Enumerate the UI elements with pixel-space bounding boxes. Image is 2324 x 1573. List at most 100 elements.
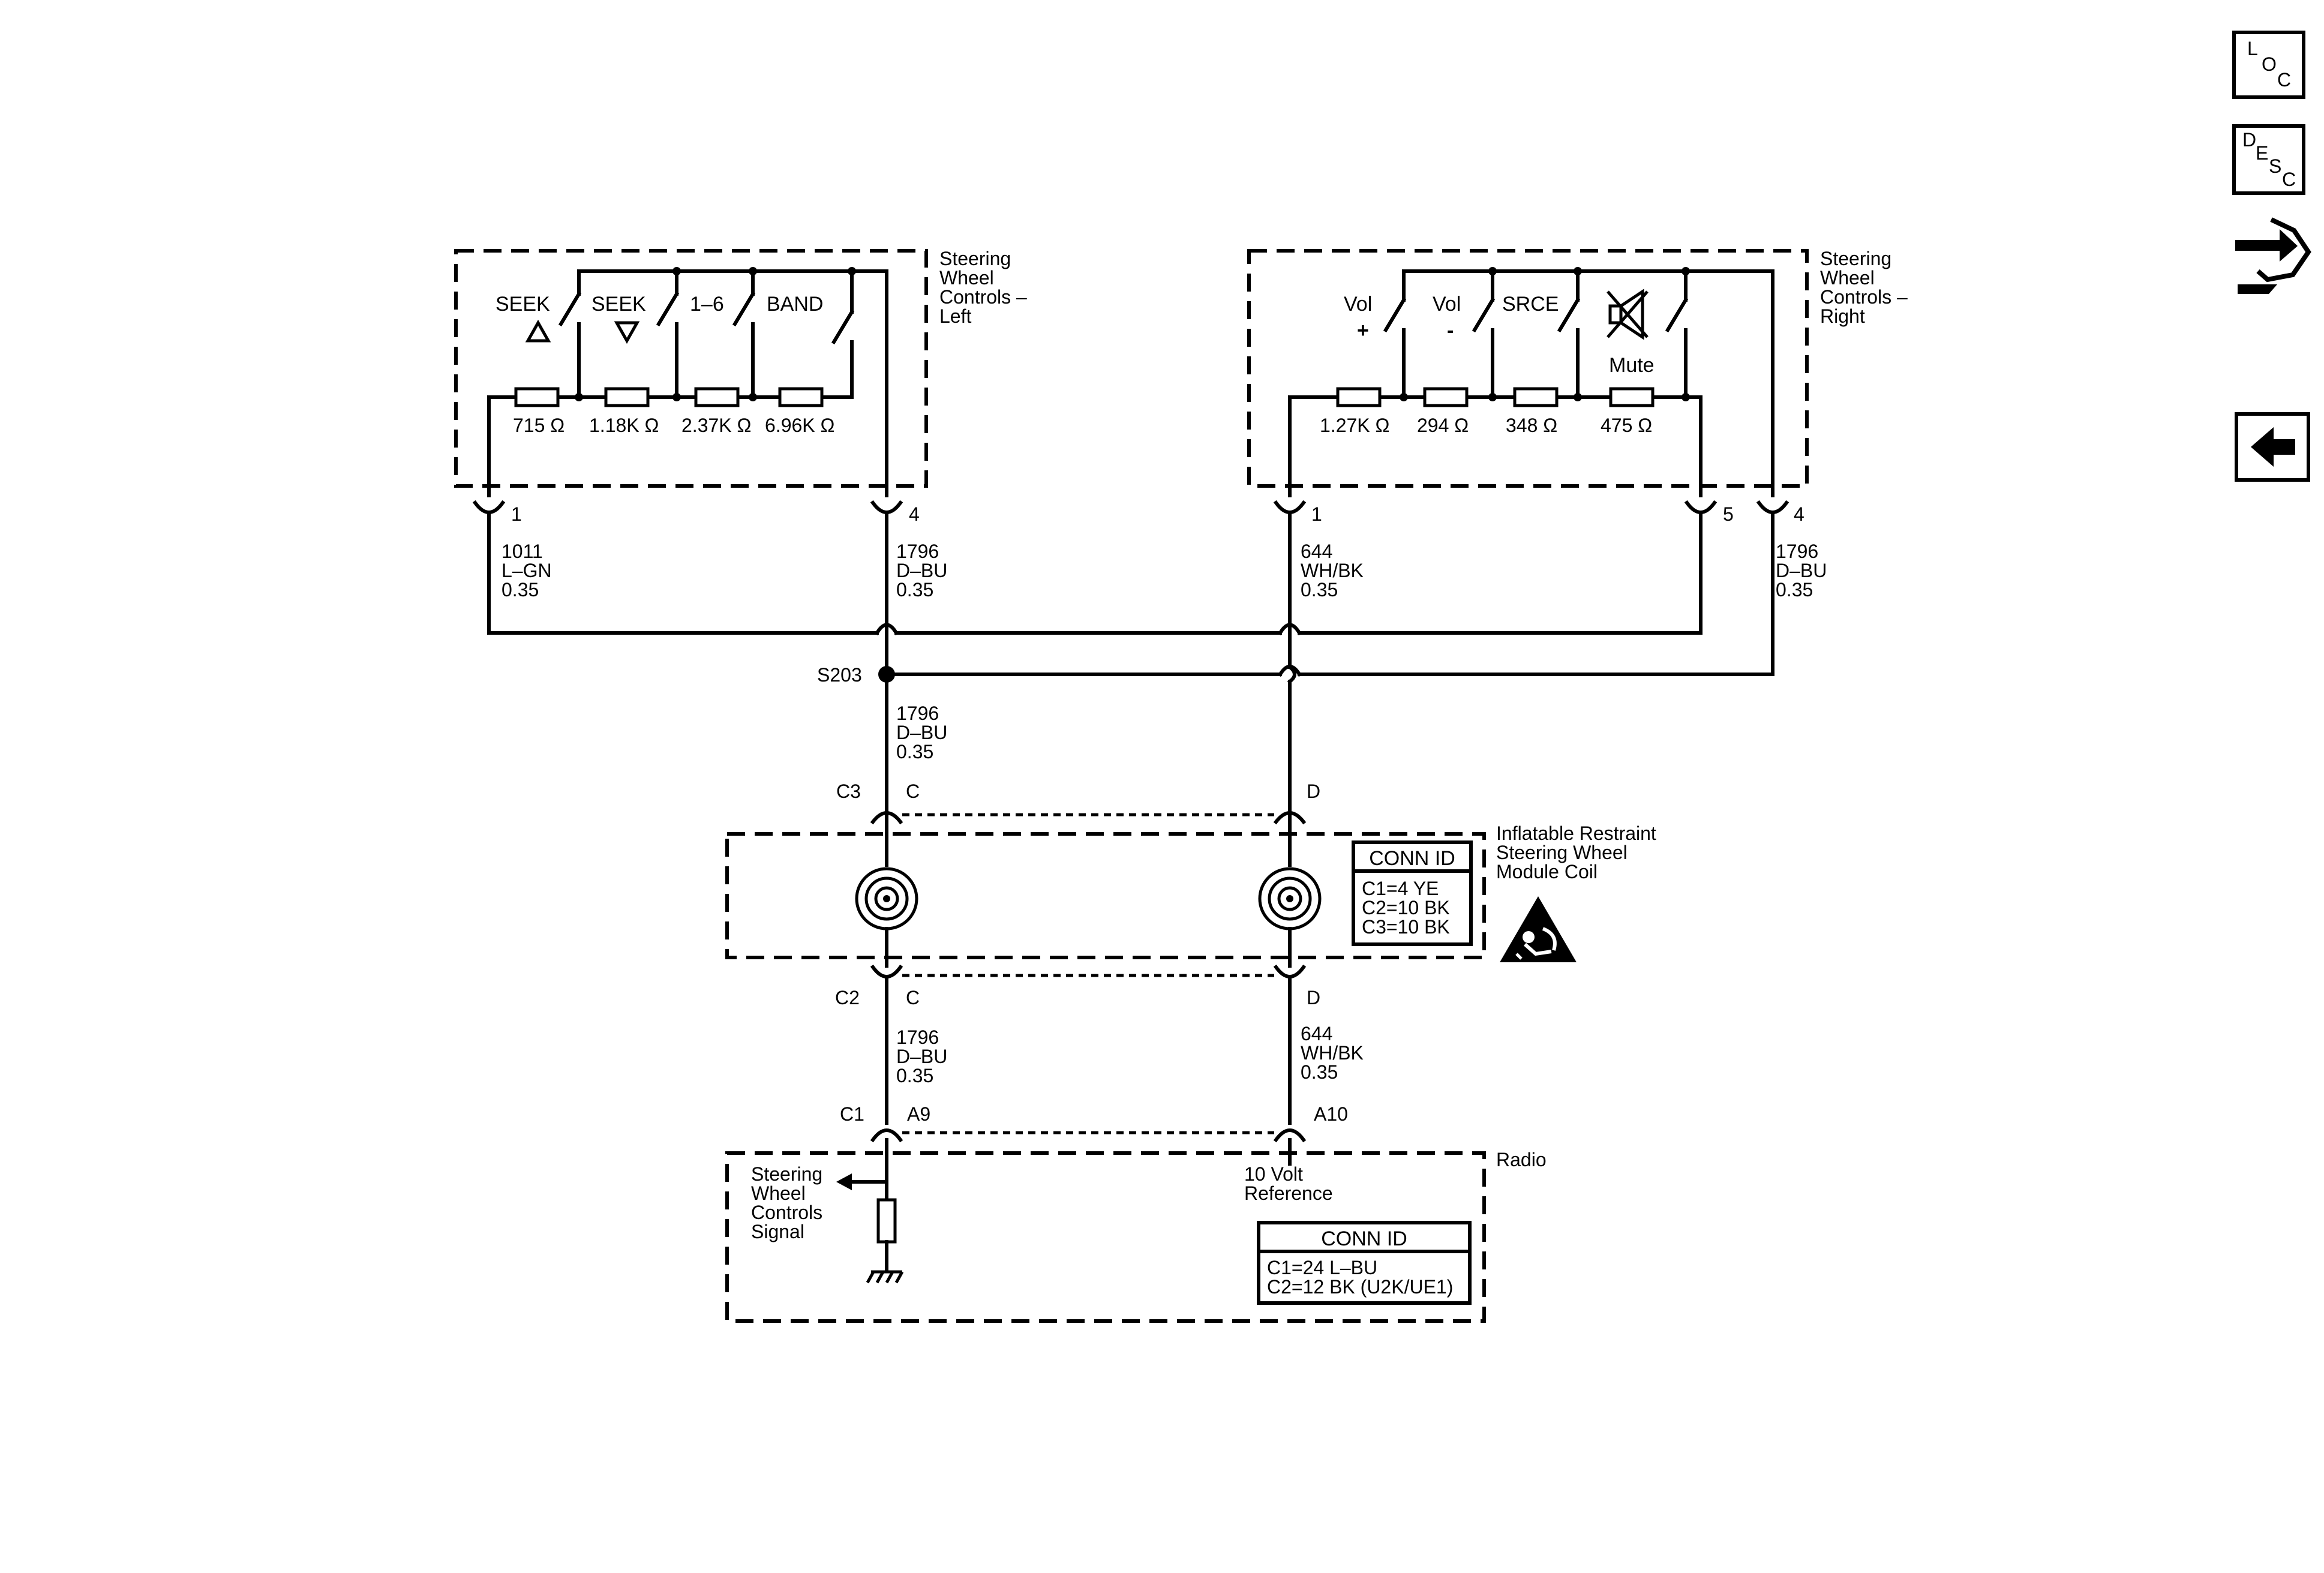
junction-dot xyxy=(575,393,583,401)
description-button-letter-1: D xyxy=(2242,129,2256,151)
module-inflatable-restraint-coil: Inflatable Restraint Steering Wheel Modu… xyxy=(725,822,1656,968)
module-pins: 1 4 1 5 4 xyxy=(472,500,1804,525)
resistor-715 xyxy=(514,387,560,407)
wire-1796-mid-color: D–BU xyxy=(896,722,947,743)
module-coil-label-line-2: Steering Wheel xyxy=(1496,842,1628,863)
triangle-down-icon xyxy=(614,321,640,344)
pin-c2-d-label: D xyxy=(1307,987,1320,1008)
resistor-label-1.18k: 1.18K Ω xyxy=(589,415,659,436)
module-steering-wheel-controls-left: Steering Wheel Controls – Left xyxy=(454,248,1027,497)
module-border-coil xyxy=(725,832,1486,959)
resistor-label-6.96k: 6.96K Ω xyxy=(765,415,834,436)
module-radio: Radio Steering Wheel Controls Signal 10 … xyxy=(725,1149,1547,1323)
splice-s203-label: S203 xyxy=(817,664,862,686)
coil-conn-id-line-3: C3=10 BK xyxy=(1362,916,1450,938)
switch-vol-up-label: Vol xyxy=(1344,293,1372,316)
pin-left-4 xyxy=(870,500,903,514)
connector-c2-label: C2 xyxy=(835,987,860,1008)
module-border-left xyxy=(454,249,928,488)
module-left-label-line-4: Left xyxy=(939,305,971,327)
module-right-label-line-2: Wheel xyxy=(1820,267,1875,289)
switch-vol-down-label: Vol xyxy=(1433,293,1461,316)
wire-1796-low-color: D–BU xyxy=(896,1046,947,1067)
pin-c3-d xyxy=(1273,811,1307,825)
switch-1-6-label: 1–6 xyxy=(690,293,724,316)
connector-c3: C3 C D xyxy=(836,781,1320,842)
coil-conn-id-title: CONN ID xyxy=(1369,847,1455,870)
radio-ref-label-line-1: 10 Volt xyxy=(1244,1163,1303,1185)
wire-1796-right-size: 0.35 xyxy=(1776,579,1813,601)
location-button[interactable]: L O C xyxy=(2232,31,2305,99)
wire-1796-left-color: D–BU xyxy=(896,560,947,581)
module-border-radio xyxy=(725,1151,1486,1323)
coil-conn-id-box: CONN ID C1=4 YE C2=10 BK C3=10 BK xyxy=(1352,840,1473,946)
speaker-muted-icon xyxy=(1607,289,1649,340)
module-right-label-line-3: Controls – xyxy=(1820,286,1908,308)
wire-1796-right-num: 1796 xyxy=(1776,541,1818,562)
pin-c3-c-label: C xyxy=(906,781,920,802)
description-button[interactable]: D E S C xyxy=(2232,124,2305,195)
wire-1011-size: 0.35 xyxy=(502,579,539,601)
description-button-letter-3: S xyxy=(2269,155,2281,177)
radio-swc-label-line-2: Wheel xyxy=(751,1182,806,1204)
radio-conn-id-line-1: C1=24 L–BU xyxy=(1267,1257,1377,1278)
description-button-letter-2: E xyxy=(2256,142,2268,164)
wire-1796-low-num: 1796 xyxy=(896,1026,939,1048)
pin-label-left-1: 1 xyxy=(511,503,522,525)
wire-644-low-size: 0.35 xyxy=(1301,1061,1338,1083)
resistor-2.37k xyxy=(694,387,740,407)
pin-right-5 xyxy=(1684,500,1718,514)
pin-c1-a10-label: A10 xyxy=(1314,1103,1348,1125)
location-button-letter-2: O xyxy=(2262,53,2277,75)
harness-wires: S203 1011 L–GN 0.35 1796 D–BU 0.35 644 W… xyxy=(487,513,1827,821)
back-button[interactable] xyxy=(2235,412,2310,482)
module-coil-label-line-1: Inflatable Restraint xyxy=(1496,822,1656,844)
junction-dot xyxy=(749,393,757,401)
connector-c3-label: C3 xyxy=(836,781,861,802)
switch-vol-down-sign: - xyxy=(1447,319,1454,342)
pin-right-4 xyxy=(1756,500,1789,514)
module-left-label-line-2: Wheel xyxy=(939,267,994,289)
module-steering-wheel-controls-right: Steering Wheel Controls – Right xyxy=(1247,248,1908,497)
connector-wrench-icon[interactable] xyxy=(2235,217,2311,294)
resistor-294 xyxy=(1423,387,1469,407)
pin-c1-a9 xyxy=(870,1128,903,1143)
radio-conn-id-title: CONN ID xyxy=(1321,1227,1407,1250)
airbag-warning-icon xyxy=(1500,896,1577,962)
wire-644-low-color: WH/BK xyxy=(1301,1042,1364,1064)
pin-c1-a10 xyxy=(1273,1128,1307,1143)
pin-label-right-5: 5 xyxy=(1723,503,1734,525)
pin-left-1 xyxy=(472,500,506,514)
radio-conn-id-box: CONN ID C1=24 L–BU C2=12 BK (U2K/UE1) xyxy=(1257,1221,1472,1305)
wire-644-right-color: WH/BK xyxy=(1301,560,1364,581)
wire-1011-color: L–GN xyxy=(502,560,552,581)
resistor-348 xyxy=(1513,387,1559,407)
pin-right-1 xyxy=(1273,500,1307,514)
pin-c1-a9-label: A9 xyxy=(907,1103,930,1125)
wire-1796-right-color: D–BU xyxy=(1776,560,1827,581)
resistor-475 xyxy=(1609,387,1655,407)
wire-1796-left-num: 1796 xyxy=(896,541,939,562)
junction-dot xyxy=(1574,393,1582,401)
resistor-6.96k xyxy=(778,387,824,407)
ground-icon xyxy=(866,1270,904,1284)
module-coil-label-line-3: Module Coil xyxy=(1496,861,1598,882)
radio-swc-label-line-4: Signal xyxy=(751,1221,804,1242)
wire-1796-left-size: 0.35 xyxy=(896,579,933,601)
switch-mute-label: Mute xyxy=(1609,354,1655,377)
resistor-label-2.37k: 2.37K Ω xyxy=(681,415,751,436)
wire-1796-mid-size: 0.35 xyxy=(896,741,933,763)
switch-seek-down-label: SEEK xyxy=(591,293,646,316)
resistor-label-348: 348 Ω xyxy=(1506,415,1557,436)
wire-644-right-size: 0.35 xyxy=(1301,579,1338,601)
pin-c3-c xyxy=(870,811,903,825)
pin-c2-d xyxy=(1273,964,1307,978)
pin-label-right-1: 1 xyxy=(1311,503,1322,525)
switch-seek-up-label: SEEK xyxy=(496,293,550,316)
radio-swc-label-line-3: Controls xyxy=(751,1202,822,1223)
pin-label-left-4: 4 xyxy=(909,503,920,525)
arrow-left-icon xyxy=(836,1173,852,1190)
location-button-letter-1: L xyxy=(2247,38,2258,59)
resistor-label-475: 475 Ω xyxy=(1601,415,1652,436)
radio-conn-id-line-2: C2=12 BK (U2K/UE1) xyxy=(1267,1276,1453,1298)
